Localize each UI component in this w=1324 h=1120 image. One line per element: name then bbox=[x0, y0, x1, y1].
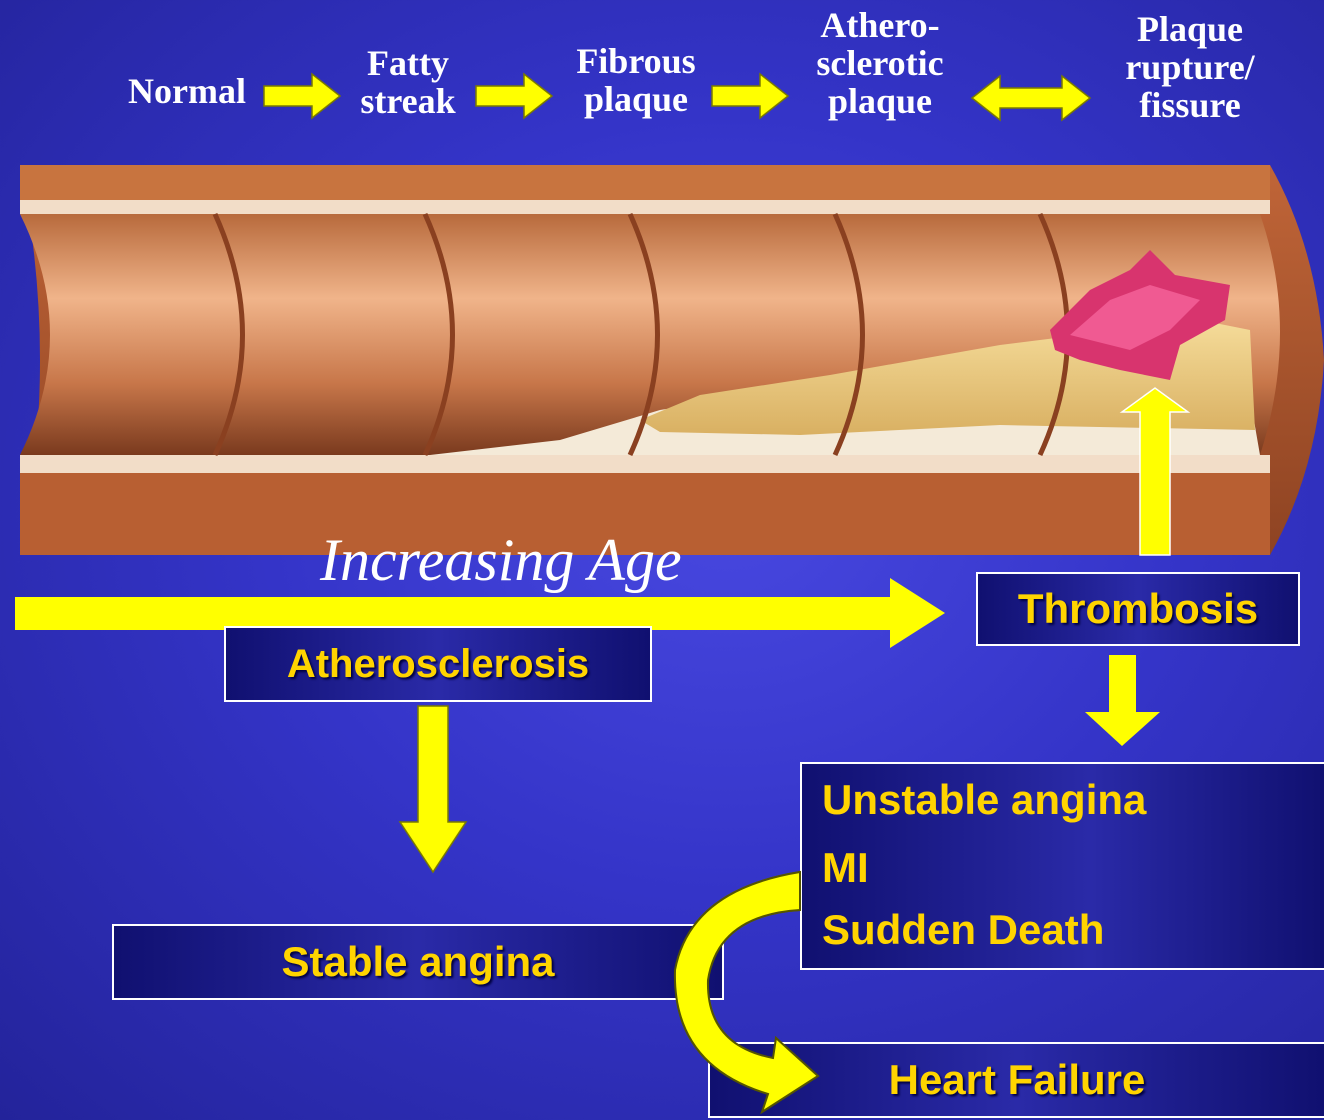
stage-label-normal: Normal bbox=[112, 72, 262, 110]
heart-failure-label: Heart Failure bbox=[889, 1056, 1146, 1104]
increasing-age-label: Increasing Age bbox=[320, 526, 682, 595]
artery-illustration bbox=[20, 165, 1324, 555]
outcome-unstable-angina: Unstable angina bbox=[822, 776, 1146, 824]
arrow-athero-rupture-bidirectional bbox=[972, 76, 1090, 120]
arrow-fatty-to-fibrous bbox=[476, 74, 552, 118]
outcome-sudden-death: Sudden Death bbox=[822, 906, 1104, 954]
atherosclerosis-down-arrow bbox=[400, 706, 466, 872]
stage-label-plaque-rupture: Plaque rupture/ fissure bbox=[1100, 10, 1280, 124]
thrombosis-box: Thrombosis bbox=[976, 572, 1300, 646]
stable-angina-label: Stable angina bbox=[281, 938, 554, 986]
thrombosis-label: Thrombosis bbox=[1018, 585, 1258, 633]
heart-failure-box: Heart Failure bbox=[708, 1042, 1324, 1118]
atherosclerosis-label: Atherosclerosis bbox=[287, 642, 589, 687]
thrombosis-down-arrow bbox=[1085, 655, 1160, 746]
outcome-mi: MI bbox=[822, 844, 869, 892]
acute-outcomes-box: Unstable angina MI Sudden Death bbox=[800, 762, 1324, 970]
arrow-fibrous-to-athero bbox=[712, 74, 788, 118]
stage-label-fatty-streak: Fatty streak bbox=[340, 44, 476, 120]
atherosclerosis-box: Atherosclerosis bbox=[224, 626, 652, 702]
stable-angina-box: Stable angina bbox=[112, 924, 724, 1000]
stage-label-atherosclerotic-plaque: Athero- sclerotic plaque bbox=[790, 6, 970, 120]
stage-label-fibrous-plaque: Fibrous plaque bbox=[556, 42, 716, 118]
arrow-normal-to-fatty bbox=[264, 74, 340, 118]
